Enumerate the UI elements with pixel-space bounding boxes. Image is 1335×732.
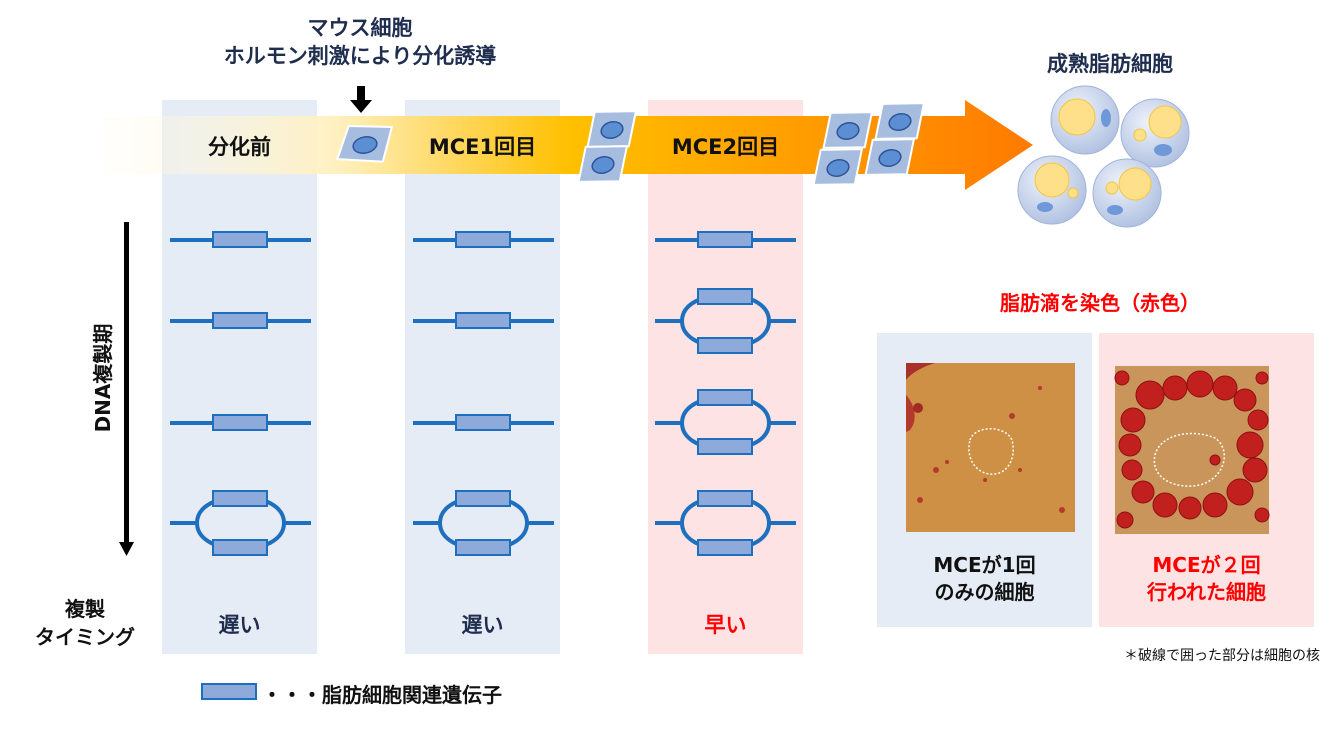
- legend-gene-box: [201, 683, 257, 700]
- replication-timeline-arrow: [119, 222, 134, 556]
- stain-caption-right: MCEが２回 行われた細胞: [1099, 552, 1314, 606]
- timing-label-line2: タイミング: [35, 625, 135, 649]
- stain-caption-right-line2: 行われた細胞: [1147, 580, 1266, 604]
- stain-caption-left-line1: MCEが1回: [933, 553, 1036, 577]
- stain-footnote: ＊破線で囲った部分は細胞の核: [1124, 648, 1320, 664]
- timing-value-mce2: 早い: [704, 613, 747, 637]
- stage-label-mce1: MCE1回目: [428, 135, 537, 159]
- micrograph-mce-twice: [1114, 366, 1270, 534]
- stain-caption-right-line1: MCEが２回: [1152, 553, 1261, 577]
- adipocyte-icon: [1017, 155, 1087, 225]
- replication-timing-label: 複製 タイミング: [15, 595, 155, 651]
- stage-label-mce2: MCE2回目: [671, 135, 780, 159]
- timing-label-line1: 複製: [65, 597, 105, 621]
- differentiation-arrow: [105, 100, 1033, 190]
- fibroblast-cell-icon: [577, 145, 629, 183]
- timing-value-pre: 遅い: [218, 613, 261, 637]
- stage-label-pre: 分化前: [208, 135, 271, 159]
- stage-column-mce2: [648, 100, 803, 654]
- micrograph-mce-once: [906, 363, 1075, 532]
- timing-value-mce1: 遅い: [461, 613, 504, 637]
- stain-title: 脂肪滴を染色（赤色）: [1000, 291, 1200, 315]
- mature-adipocyte-label: 成熟脂肪細胞: [1047, 52, 1173, 76]
- fibroblast-cell-icon: [864, 138, 916, 176]
- stage-column-pre: [162, 100, 317, 654]
- fibroblast-cell-icon: [335, 124, 394, 163]
- stage-column-mce1: [405, 100, 560, 654]
- gene-boxes: [212, 231, 753, 556]
- header-title: マウス細胞 ホルモン刺激により分化誘導: [180, 14, 540, 70]
- header-line1: マウス細胞: [307, 16, 413, 40]
- stain-caption-left-line2: のみの細胞: [934, 580, 1035, 604]
- replication-phase-axis-label: DNA複製期: [91, 323, 115, 433]
- adipocyte-icon: [1120, 98, 1190, 168]
- fibroblast-cell-icon: [874, 102, 926, 140]
- fibroblast-cell-icon: [812, 148, 864, 186]
- adipocyte-icon: [1050, 85, 1120, 155]
- down-arrow-icon: [350, 86, 372, 113]
- legend-text: ・・・脂肪細胞関連遺伝子: [262, 683, 502, 707]
- fibroblast-cell-icon: [822, 111, 874, 149]
- header-line2: ホルモン刺激により分化誘導: [223, 44, 497, 68]
- stain-caption-left: MCEが1回 のみの細胞: [877, 552, 1092, 606]
- adipocyte-icon: [1092, 158, 1162, 228]
